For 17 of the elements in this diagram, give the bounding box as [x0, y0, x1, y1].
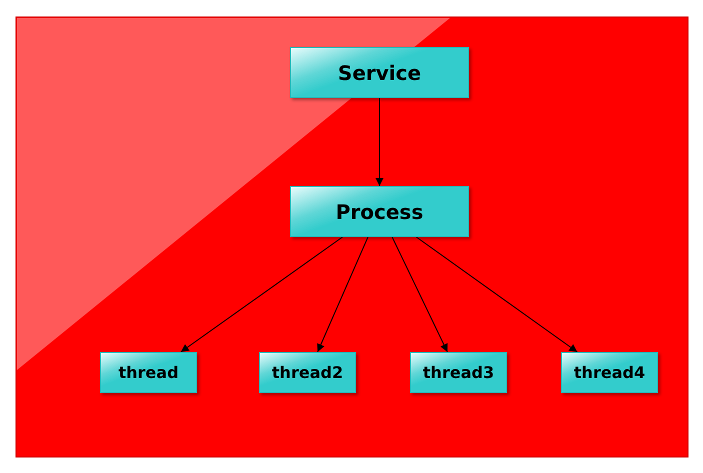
- node-label: Service: [338, 60, 422, 84]
- arrow: [416, 236, 578, 352]
- process-box: [290, 186, 469, 237]
- node-label: Process: [336, 200, 424, 224]
- node-label: thread: [118, 363, 179, 382]
- thread-box: [561, 352, 658, 393]
- node-label: thread2: [272, 363, 344, 382]
- thread-box: [100, 352, 197, 393]
- process-box: [290, 47, 469, 98]
- arrow: [392, 236, 448, 352]
- arrow: [317, 236, 368, 352]
- node-label: thread3: [422, 363, 494, 382]
- arrow: [180, 236, 344, 352]
- thread-box: [410, 352, 507, 393]
- arrow: [376, 98, 384, 186]
- thread-box: [259, 352, 356, 393]
- node-label: thread4: [574, 363, 646, 382]
